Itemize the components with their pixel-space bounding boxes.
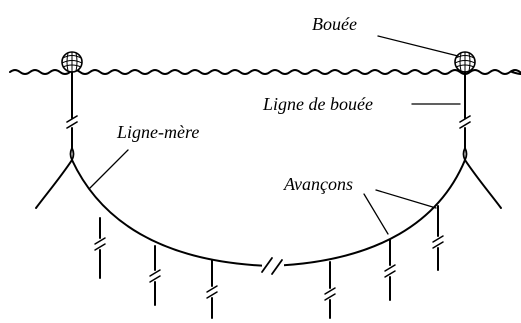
- label-branch-lines: Avançons: [283, 174, 353, 194]
- main-line-right-flare: [464, 159, 502, 209]
- label-buoy: Bouée: [312, 14, 357, 34]
- leader-branch-a: [375, 189, 437, 209]
- main-line-left-flare: [35, 159, 73, 209]
- label-buoy-line: Ligne de bouée: [262, 94, 373, 114]
- branch-line: [432, 205, 444, 271]
- label-main-line: Ligne-mère: [116, 122, 199, 142]
- main-line-break-mark: [261, 257, 283, 275]
- leader-main-line: [89, 149, 129, 189]
- buoy-line-right: [459, 71, 471, 161]
- sea-surface: [9, 69, 521, 75]
- leader-buoy: [377, 35, 459, 57]
- branch-line: [149, 245, 161, 306]
- buoy-right-icon: [454, 51, 476, 73]
- buoy-line-left: [66, 71, 78, 161]
- main-line-break: [262, 257, 284, 274]
- leader-branch-b: [363, 193, 389, 235]
- branch-line: [94, 217, 106, 279]
- buoy-left-icon: [61, 51, 83, 73]
- main-line: [71, 159, 466, 267]
- branch-line: [206, 259, 218, 319]
- branch-line: [384, 239, 396, 301]
- branch-line: [324, 261, 336, 319]
